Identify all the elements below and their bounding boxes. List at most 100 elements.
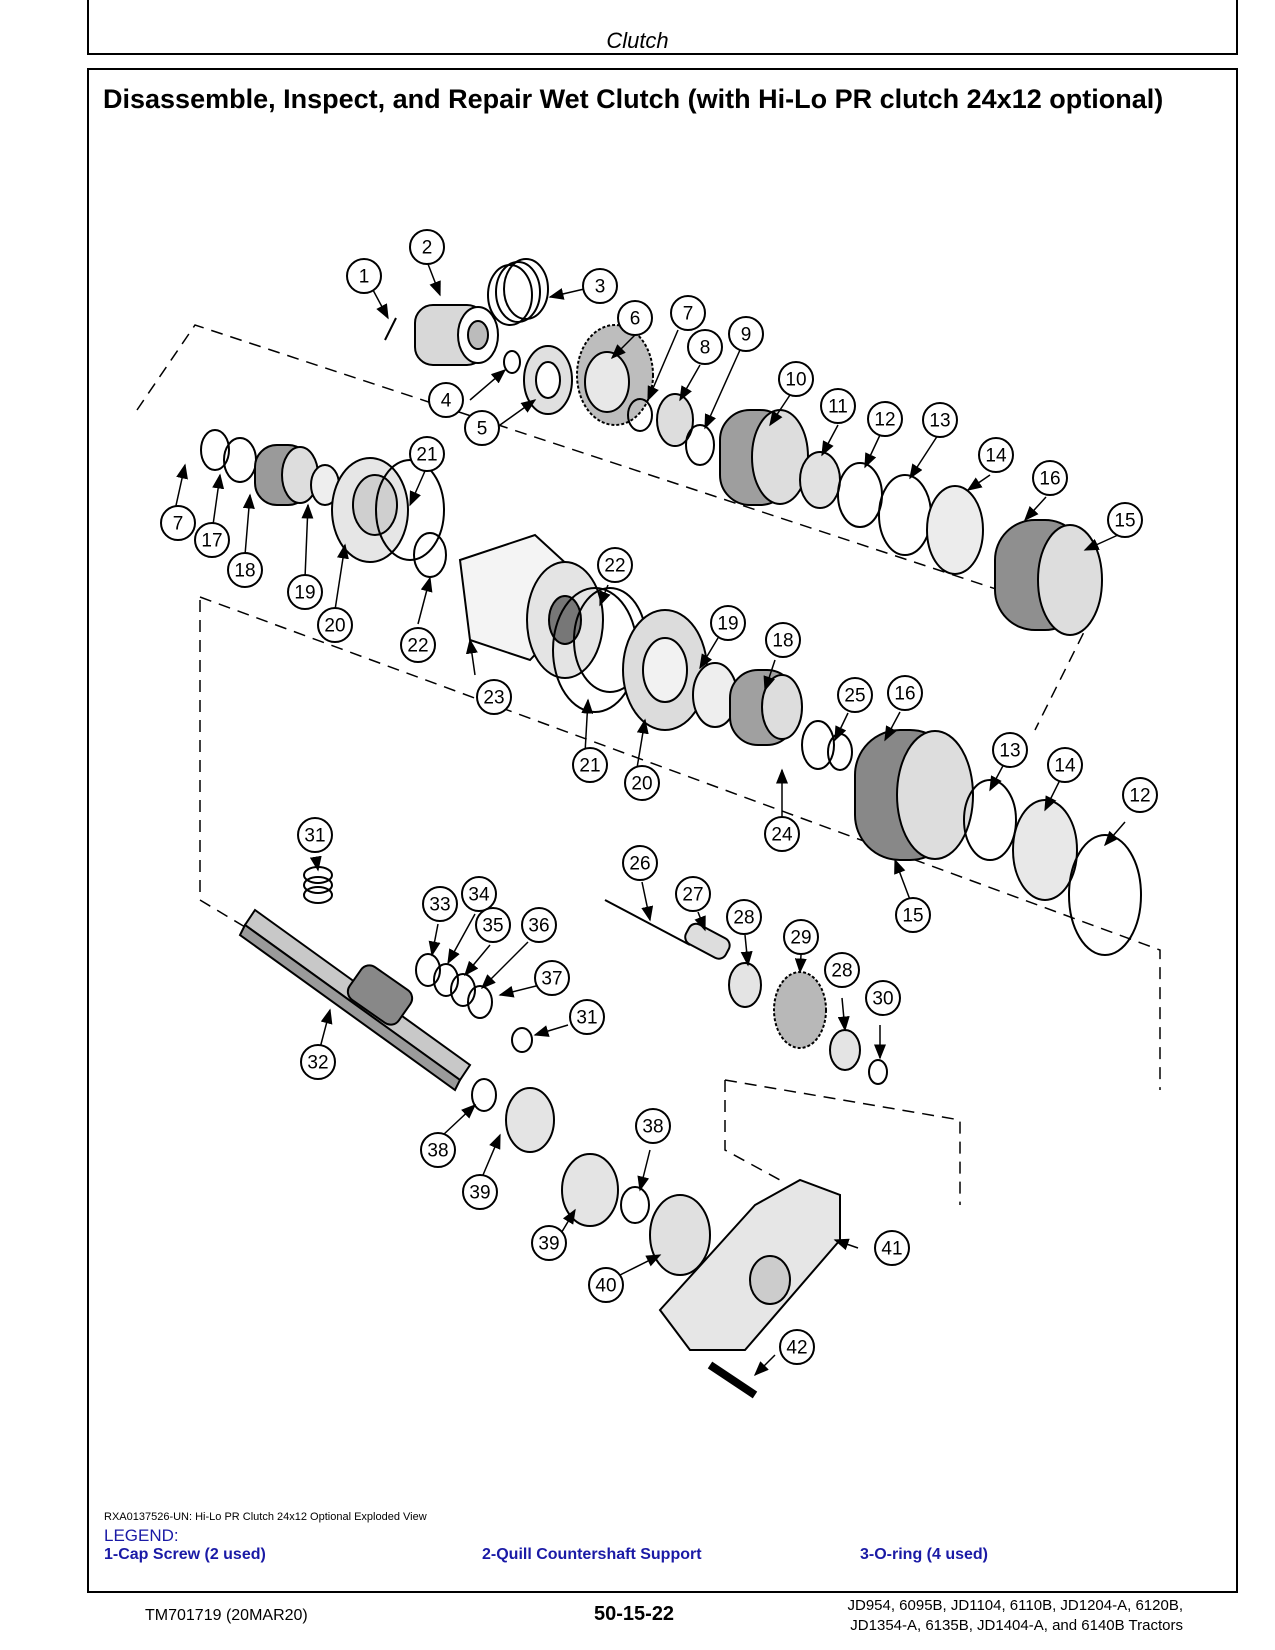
callout-14: 14 (978, 437, 1014, 473)
callout-30: 30 (865, 980, 901, 1016)
clutch-pack-part-b (854, 729, 974, 861)
bearing-inner (535, 361, 561, 399)
callout-circle (622, 845, 658, 881)
callout-number: 14 (985, 446, 1007, 467)
callout-number: 5 (477, 419, 488, 440)
gear-part-29 (773, 971, 827, 1049)
ring-part-12 (837, 462, 883, 528)
callout-35: 35 (475, 907, 511, 943)
callout-number: 30 (872, 989, 893, 1010)
legend-heading: LEGEND: (104, 1526, 179, 1545)
callout-39: 39 (531, 1225, 567, 1261)
callout-circle (710, 605, 746, 641)
callout-31: 31 (569, 999, 605, 1035)
callout-circle (779, 1329, 815, 1365)
callout-13: 13 (992, 732, 1028, 768)
callout-34: 34 (461, 876, 497, 912)
callout-circle (765, 622, 801, 658)
callout-circle (726, 899, 762, 935)
callout-circle (534, 960, 570, 996)
callout-number: 13 (999, 741, 1020, 762)
callout-15: 15 (1107, 502, 1143, 538)
callout-circle (420, 1132, 456, 1168)
callout-number: 6 (630, 309, 641, 330)
callout-31: 31 (297, 817, 333, 853)
callout-number: 39 (538, 1234, 559, 1255)
callout-circle (635, 1108, 671, 1144)
callout-9: 9 (728, 316, 764, 352)
housing-part-41 (658, 1178, 841, 1351)
o-ring-22 (413, 532, 447, 578)
callout-circle (531, 1225, 567, 1261)
callout-circle (824, 952, 860, 988)
callout-number: 12 (1129, 786, 1150, 807)
callout-21: 21 (572, 747, 608, 783)
callout-number: 16 (894, 684, 915, 705)
content-frame (87, 68, 1238, 1593)
callout-circle (464, 410, 500, 446)
callout-27: 27 (675, 876, 711, 912)
footer-doc-id: TM701719 (20MAR20) (145, 1607, 308, 1624)
footer-models: JD954, 6095B, JD1104, 6110B, JD1204-A, 6… (847, 1596, 1183, 1636)
callout-circle (837, 677, 873, 713)
callout-number: 29 (790, 928, 811, 949)
callout-circle (624, 765, 660, 801)
callout-circle (346, 258, 382, 294)
clutch-pack-part (994, 519, 1103, 636)
callout-circle (887, 675, 923, 711)
footer-page-number: 50-15-22 (594, 1603, 675, 1625)
bearing-part-11 (799, 451, 841, 509)
callout-28: 28 (824, 952, 860, 988)
callout-number: 7 (173, 514, 184, 535)
callout-circle (687, 329, 723, 365)
callout-number: 36 (528, 916, 549, 937)
page-title: Disassemble, Inspect, and Repair Wet Clu… (103, 84, 1164, 114)
callout-number: 15 (1114, 511, 1135, 532)
callout-circle (895, 897, 931, 933)
figure-caption: RXA0137526-UN: Hi-Lo PR Clutch 24x12 Opt… (104, 1511, 427, 1523)
callout-15: 15 (895, 897, 931, 933)
callout-circle (476, 679, 512, 715)
callout-39: 39 (462, 1174, 498, 1210)
callout-circle (1122, 777, 1158, 813)
bolt-part-42 (707, 1361, 758, 1399)
callout-circle (978, 437, 1014, 473)
callout-number: 39 (469, 1183, 490, 1204)
callout-circle (783, 919, 819, 955)
callout-number: 24 (771, 825, 793, 846)
callout-number: 38 (642, 1117, 663, 1138)
callout-circle (160, 505, 196, 541)
callout-36: 36 (521, 907, 557, 943)
bearing-part-8 (656, 393, 694, 447)
callout-19: 19 (710, 605, 746, 641)
piston-part-18b (729, 669, 803, 746)
small-ring-part (503, 350, 521, 374)
callout-circle (422, 886, 458, 922)
callout-circle (572, 747, 608, 783)
callout-circle (400, 627, 436, 663)
callout-number: 21 (416, 445, 437, 466)
callout-number: 20 (324, 616, 345, 637)
callout-number: 31 (304, 826, 325, 847)
callout-number: 21 (579, 756, 600, 777)
callout-17: 17 (194, 522, 230, 558)
callout-28: 28 (726, 899, 762, 935)
piston-part-18 (254, 444, 319, 506)
ring-part-13 (878, 474, 932, 556)
callout-circle (588, 1267, 624, 1303)
callout-circle (778, 361, 814, 397)
hub-part (719, 409, 809, 506)
pin-part (604, 899, 691, 946)
callout-21: 21 (409, 436, 445, 472)
callout-42: 42 (779, 1329, 815, 1365)
callout-circle (297, 817, 333, 853)
legend-item: 3-O-ring (4 used) (860, 1546, 989, 1563)
callout-number: 33 (429, 895, 450, 916)
callout-circle (874, 1230, 910, 1266)
callout-number: 15 (902, 906, 923, 927)
callout-29: 29 (783, 919, 819, 955)
callout-38: 38 (420, 1132, 456, 1168)
callout-number: 42 (786, 1338, 807, 1359)
callout-circle (521, 907, 557, 943)
callout-circle (597, 547, 633, 583)
